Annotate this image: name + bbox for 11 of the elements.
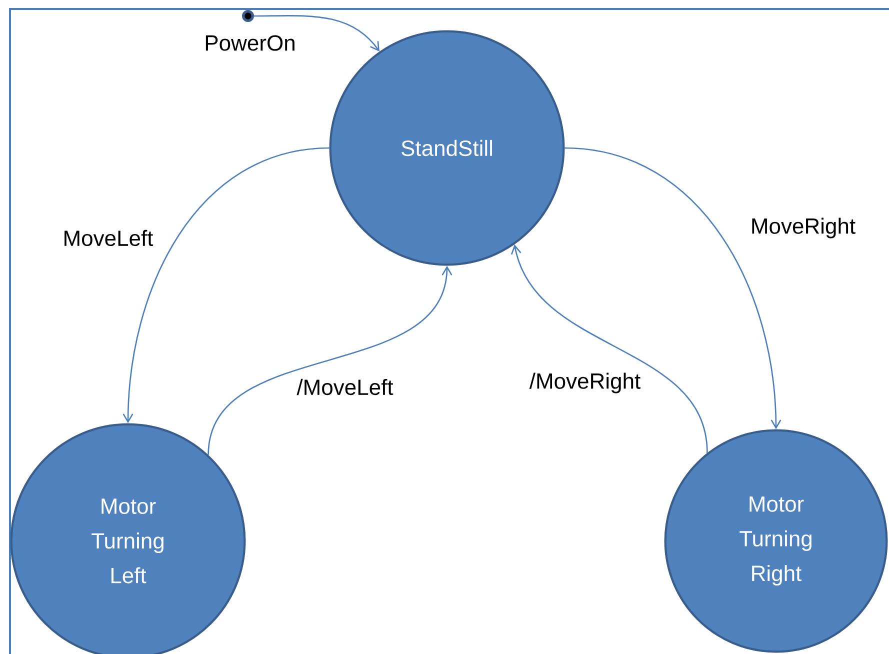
arrow [510,244,708,454]
edge-label: PowerOn [202,34,298,52]
start-dot [242,10,254,22]
edge-label: /MoveLeft [295,378,395,396]
edge-label: MoveLeft [61,228,155,248]
arrow [564,147,782,430]
edge-label: /MoveRight [528,371,642,395]
arrow [208,266,452,456]
arrow [122,147,330,424]
edge-label: MoveRight [749,216,857,240]
arrow [254,15,380,52]
